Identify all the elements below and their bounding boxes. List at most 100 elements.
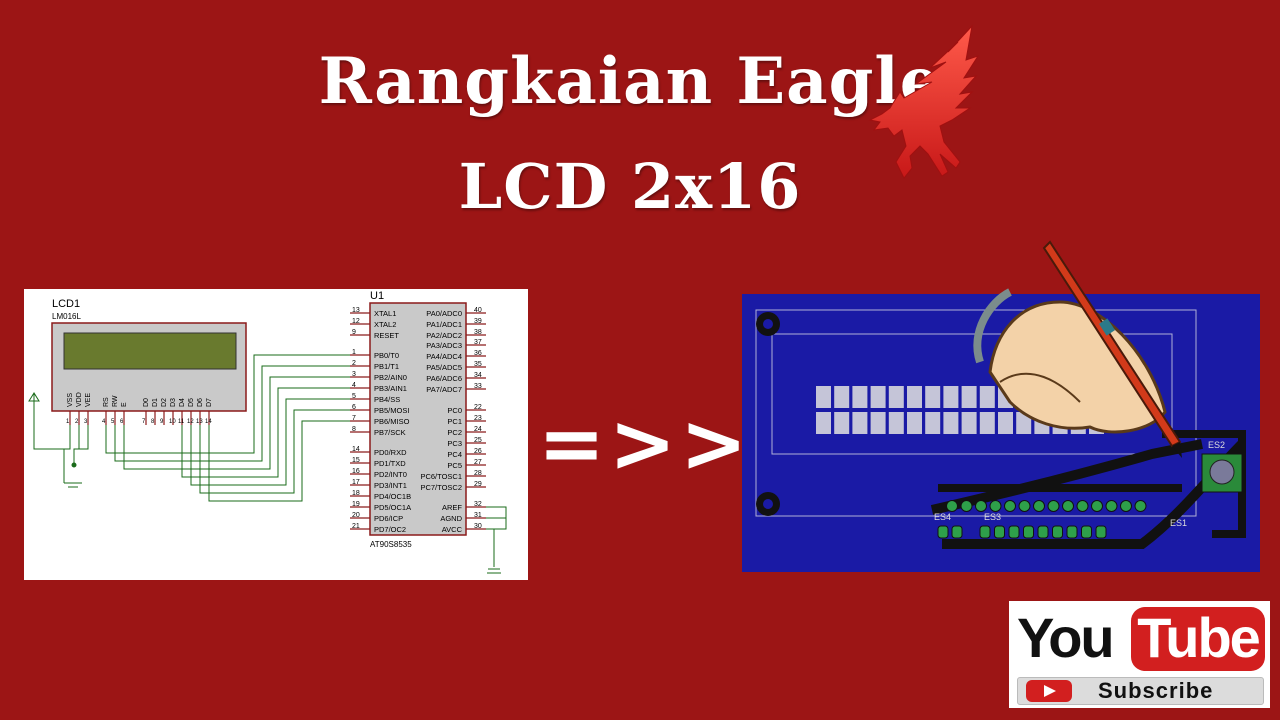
mcu-pin-label: PB4/SS <box>374 395 400 404</box>
mcu-pin-label: PC7/TOSC2 <box>420 483 462 492</box>
subscribe-button[interactable]: Subscribe <box>1017 677 1264 705</box>
mcu-pin-label: PD6/ICP <box>374 514 403 523</box>
mcu-pin-number: 22 <box>474 404 482 411</box>
mcu-pin-label: AGND <box>440 514 462 523</box>
mcu-pin-label: XTAL2 <box>374 320 396 329</box>
mcu-pin-number: 26 <box>474 448 482 455</box>
pcb-label-es1: ES1 <box>1170 518 1187 528</box>
mcu-pin-number: 33 <box>474 383 482 390</box>
mcu-pin-number: 16 <box>352 468 360 475</box>
mcu-pin-label: PB7/SCK <box>374 428 406 437</box>
title-line-2: LCD 2x16 <box>458 150 802 223</box>
mcu-pin-number: 29 <box>474 481 482 488</box>
mcu-pin-number: 36 <box>474 350 482 357</box>
mcu-pin-label: PB2/AIN0 <box>374 373 407 382</box>
mcu-pin-label: PC6/TOSC1 <box>420 472 462 481</box>
lcd-pin-number: 11 <box>178 419 185 425</box>
youtube-you-text: You <box>1017 606 1115 669</box>
lcd-pin-label: RW <box>112 395 119 407</box>
mcu-body <box>369 302 467 536</box>
mcu-pin-label: PC3 <box>447 439 462 448</box>
mcu-pin-number: 5 <box>352 393 356 400</box>
mcu-pin-number: 39 <box>474 318 482 325</box>
mcu-pin-number: 2 <box>352 360 356 367</box>
subscribe-label: Subscribe <box>1098 678 1214 703</box>
eagle-logo-icon <box>868 24 980 179</box>
youtube-subscribe-logo[interactable]: You Tube Subscribe <box>1009 601 1270 708</box>
lcd-pin-number: 12 <box>187 419 194 425</box>
mcu-pin-label: PD1/TXD <box>374 459 406 468</box>
mcu-pin-number: 17 <box>352 479 360 486</box>
lcd-pin-number: 3 <box>84 419 88 425</box>
mcu-pin-number: 32 <box>474 501 482 508</box>
lcd-pin-label: D5 <box>188 398 195 407</box>
lcd-pin-number: 8 <box>151 419 155 425</box>
mcu-pin-number: 34 <box>474 372 482 379</box>
lcd-pin-number: 1 <box>66 419 70 425</box>
lcd-pin-label: D7 <box>206 398 213 407</box>
lcd-pin-label: VDD <box>76 392 83 407</box>
lcd-pin-label: D2 <box>161 398 168 407</box>
mcu-pin-number: 25 <box>474 437 482 444</box>
lcd-pin-number: 10 <box>169 419 176 425</box>
lcd-pin-label: E <box>121 402 128 407</box>
mcu-pin-label: PD5/OC1A <box>374 503 411 512</box>
mcu-pin-label: PC2 <box>447 428 462 437</box>
lcd-screen <box>63 332 237 370</box>
youtube-tube-box: Tube <box>1131 606 1265 671</box>
mcu-pin-label: PC5 <box>447 461 462 470</box>
mcu-pin-number: 1 <box>352 349 356 356</box>
mcu-pin-number: 24 <box>474 426 482 433</box>
mcu-pin-number: 6 <box>352 404 356 411</box>
mcu-pin-label: PD4/OC1B <box>374 492 411 501</box>
mcu-pin-label: PA1/ADC1 <box>426 320 462 329</box>
mcu-pin-number: 13 <box>352 307 360 314</box>
lcd-part: LM016L <box>52 312 81 321</box>
mcu-name: U1 <box>370 290 384 302</box>
mcu-pin-number: 23 <box>474 415 482 422</box>
pcb-label-es2: ES2 <box>1208 440 1225 450</box>
mcu-pin-label: PD3/INT1 <box>374 481 407 490</box>
mcu-pin-label: PA5/ADC5 <box>426 363 462 372</box>
mcu-pin-number: 15 <box>352 457 360 464</box>
mcu-pin-label: AVCC <box>442 525 463 534</box>
mcu-pin-label: PA3/ADC3 <box>426 341 462 350</box>
lcd-pin-label: RS <box>103 397 110 407</box>
mcu-pin-number: 19 <box>352 501 360 508</box>
mcu-part: AT90S8535 <box>370 540 412 549</box>
mcu-pin-number: 20 <box>352 512 360 519</box>
mcu-pin-number: 37 <box>474 339 482 346</box>
lcd-pin-label: VEE <box>85 393 92 407</box>
mcu-pin-label: PD2/INT0 <box>374 470 407 479</box>
mcu-pin-number: 21 <box>352 523 360 530</box>
mcu-pin-number: 31 <box>474 512 482 519</box>
mcu-pin-number: 28 <box>474 470 482 477</box>
lcd-pin-number: 2 <box>75 419 79 425</box>
lcd-pin-label: D6 <box>197 398 204 407</box>
mcu-pin-number: 38 <box>474 329 482 336</box>
mcu-pin-label: PB0/T0 <box>374 351 399 360</box>
lcd-pin-label: VSS <box>67 393 74 407</box>
mcu-pin-label: PA7/ADC7 <box>426 385 462 394</box>
mcu-pin-label: PB6/MISO <box>374 417 410 426</box>
mcu-pin-number: 27 <box>474 459 482 466</box>
mcu-pin-label: PA6/ADC6 <box>426 374 462 383</box>
mcu-pin-label: PD7/OC2 <box>374 525 406 534</box>
mcu-pin-number: 18 <box>352 490 360 497</box>
mcu-pin-label: PB3/AIN1 <box>374 384 407 393</box>
lcd-pin-number: 4 <box>102 419 106 425</box>
mcu-pin-label: PC1 <box>447 417 462 426</box>
lcd-pin-number: 13 <box>196 419 203 425</box>
mcu-pin-label: PC4 <box>447 450 462 459</box>
lcd-pin-number: 9 <box>160 419 164 425</box>
title-line-1: Rangkaian Eagle <box>318 44 942 119</box>
mcu-pin-label: PB1/T1 <box>374 362 399 371</box>
lcd-pin-label: D4 <box>179 398 186 407</box>
mcu-pin-label: RESET <box>374 331 399 340</box>
mcu-pin-number: 7 <box>352 415 356 422</box>
mcu-pin-number: 14 <box>352 446 360 453</box>
mcu-pin-label: PA2/ADC2 <box>426 331 462 340</box>
mcu-pin-label: PB5/MOSI <box>374 406 409 415</box>
mcu-pin-label: PC0 <box>447 406 462 415</box>
